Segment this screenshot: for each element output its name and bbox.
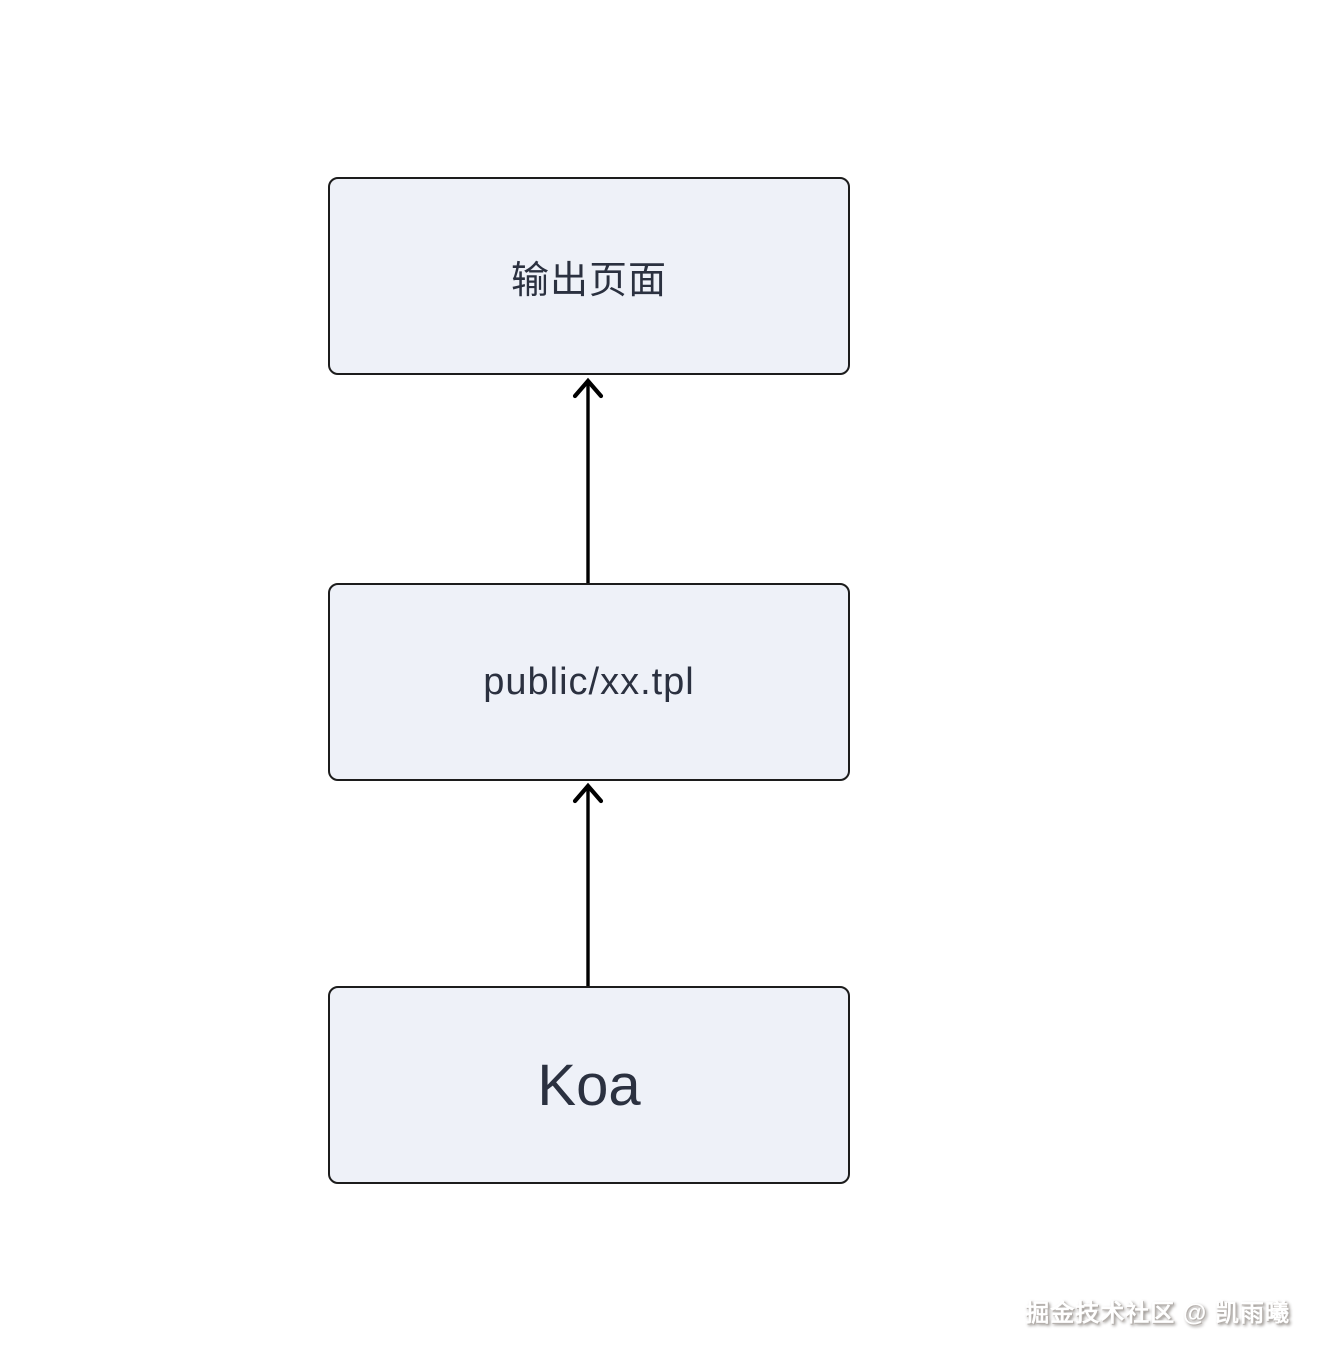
node-template-file-label: public/xx.tpl	[483, 660, 695, 703]
node-output-page-label: 输出页面	[510, 259, 667, 302]
arrow-template-to-output-icon	[572, 377, 604, 583]
arrow-koa-to-template-icon	[572, 782, 604, 986]
node-output-page: 输出页面	[328, 177, 850, 375]
node-koa-label: Koa	[537, 1052, 641, 1118]
watermark: 掘金技术社区 @ 凯雨曦	[1025, 1300, 1290, 1327]
node-koa: Koa	[328, 986, 850, 1184]
node-template-file: public/xx.tpl	[328, 583, 850, 781]
